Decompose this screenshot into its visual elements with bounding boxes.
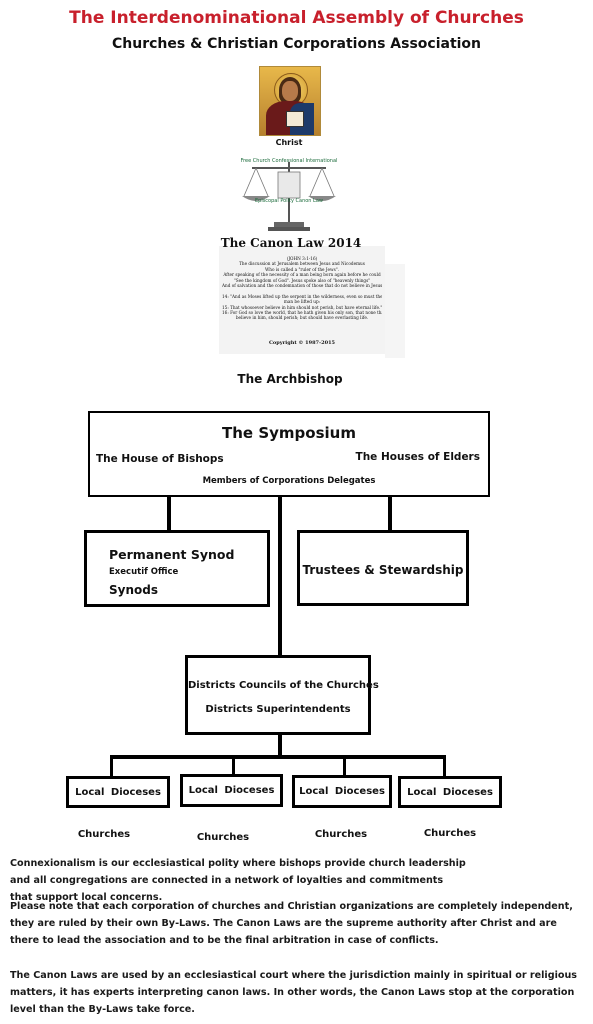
symposium-box: The Symposium The House of Bishops The H…: [88, 411, 490, 497]
canon-line: The discussion at Jerusalem between Jesu…: [239, 261, 365, 267]
trustees-label: Trustees & Stewardship: [302, 563, 464, 577]
diocese-label: Local Dioceses: [407, 787, 493, 798]
synods-label: Synods: [109, 583, 158, 597]
scales-label-top: Free Church Confessional International: [240, 158, 338, 164]
canon-line: After speaking of the necessity of a man…: [223, 272, 381, 278]
canon-line: man be lifted up:: [283, 299, 321, 305]
canon-law-title: The Canon Law 2014: [220, 236, 362, 250]
members-delegates: Members of Corporations Delegates: [202, 476, 376, 486]
canon-line: Who is called a "ruler of the Jews".: [264, 266, 340, 272]
connector-line: [388, 497, 392, 530]
canon-line: And of salvation and the condemnation of…: [222, 283, 382, 289]
christ-icon: [259, 66, 321, 136]
canon-line: "See the kingdom of God". Jesus spoke al…: [233, 277, 371, 283]
paragraph-connexionalism: Connexionalism is our ecclesiastical pol…: [10, 858, 466, 903]
diocese-box: Local Dioceses: [180, 774, 283, 807]
churches-label: Churches: [77, 829, 131, 840]
districts-box: Districts Councils of the Churches Distr…: [185, 655, 379, 735]
scales-label-bottom: Episcopal Polity Canon Law: [254, 198, 323, 204]
diocese-label: Local Dioceses: [75, 787, 161, 798]
paragraph-court: The Canon Laws are used by an ecclesiast…: [10, 970, 577, 1015]
canon-line: 14: "And as Moses lifted up the serpent …: [222, 293, 382, 299]
connector-line: [443, 755, 446, 777]
canon-line: 16: For God so love the world, that he h…: [222, 310, 382, 316]
trustees-box: Trustees & Stewardship: [297, 530, 469, 606]
diocese-box: Local Dioceses: [292, 775, 392, 808]
page-title: The Interdenominational Assembly of Chur…: [69, 8, 524, 28]
districts-superintendents: Districts Superintendents: [205, 704, 351, 715]
connector-line: [110, 755, 446, 759]
executive-office: Executif Office: [109, 567, 179, 577]
permanent-synod-box: Permanent Synod Executif Office Synods: [84, 530, 270, 607]
connector-line: [167, 497, 171, 530]
connector-line: [278, 735, 282, 757]
canon-law-panel: [219, 246, 385, 354]
diocese-label: Local Dioceses: [188, 785, 275, 796]
canon-line: 15: That whosoever believe in him should…: [222, 304, 382, 310]
churches-label: Churches: [314, 829, 368, 840]
diocese-box: Local Dioceses: [398, 776, 502, 808]
archbishop-label: The Archbishop: [237, 372, 343, 386]
canon-shadow: [385, 264, 405, 358]
diocese-label: Local Dioceses: [299, 786, 385, 797]
districts-councils: Districts Councils of the Churches: [188, 680, 379, 691]
connector-line: [278, 497, 282, 655]
connector-line: [110, 755, 113, 777]
house-of-bishops: The House of Bishops: [96, 453, 224, 465]
scales-icon: [242, 162, 336, 231]
connector-line: [232, 755, 235, 777]
churches-label: Churches: [196, 832, 250, 843]
copyright: Copyright © 1987-2015: [268, 340, 336, 346]
paragraph-independence: Please note that each corporation of chu…: [10, 901, 573, 946]
symposium-title: The Symposium: [222, 424, 356, 442]
churches-label: Churches: [423, 828, 477, 839]
canon-line: believe in him, should perish; but shoul…: [235, 315, 369, 321]
permanent-synod-title: Permanent Synod: [109, 547, 235, 562]
canon-line: (JOHN 3:1-16): [286, 256, 318, 261]
diocese-box: Local Dioceses: [66, 776, 170, 808]
page-subtitle: Churches & Christian Corporations Associ…: [111, 36, 482, 52]
christ-caption: Christ: [275, 138, 303, 147]
connector-line: [343, 755, 346, 777]
canon-law-text: (JOHN 3:1-16) The discussion at Jerusale…: [222, 256, 382, 321]
houses-of-elders: The Houses of Elders: [355, 451, 480, 463]
